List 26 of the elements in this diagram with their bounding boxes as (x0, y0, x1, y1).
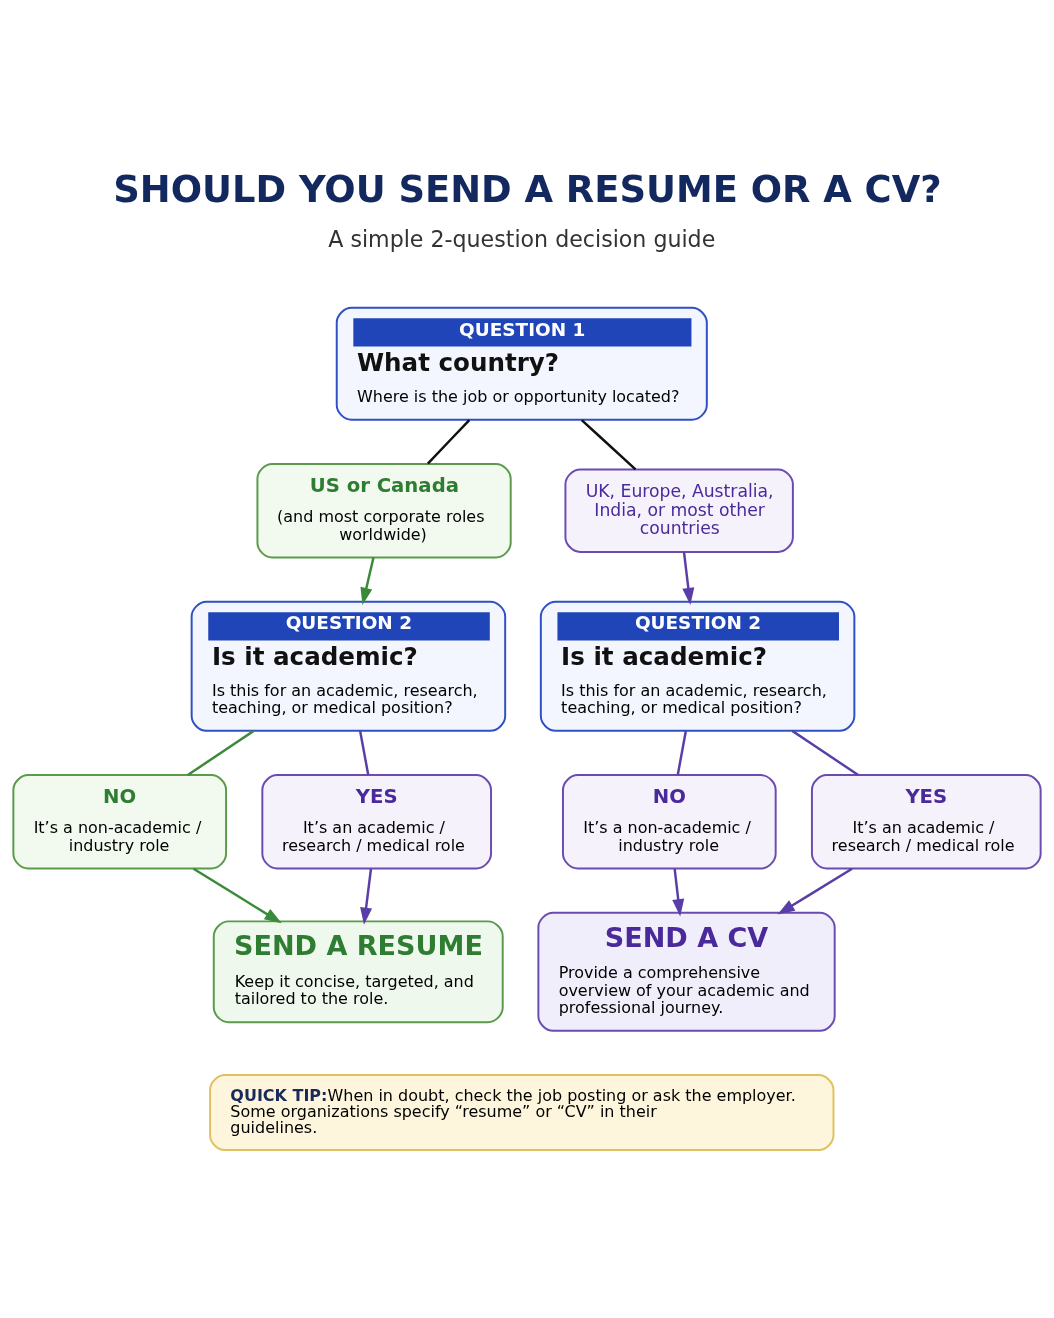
connector (426, 418, 471, 464)
node-box: QUESTION 1 What country? Where is the job or opportunity located? (335, 306, 708, 421)
node-box: YES It’s an academic / research / medical role (261, 773, 493, 869)
node-box: US or Canada (and most corporate roles worldwide) (256, 462, 512, 558)
node-box: QUESTION 2 Is it academic? Is this for an academic, research, teaching, or medical position? (539, 600, 856, 732)
node-box: YES It’s an academic / research / medical role (810, 773, 1042, 869)
arrow (777, 867, 853, 915)
node-box: NO It’s a non-academic / industry role (12, 773, 228, 869)
diagram-title: SHOULD YOU SEND A RESUME OR A CV? (113, 167, 942, 211)
arrow (672, 868, 685, 916)
node-box: SEND A CV Provide a comprehensive overview of your academic and professional journey. (537, 911, 836, 1032)
node-box: QUESTION 2 Is it academic? Is this for an academic, research, teaching, or medical position? (190, 600, 507, 732)
node-box: NO It’s a non-academic / industry role (561, 773, 777, 869)
node-box: SEND A RESUME Keep it concise, targeted, and tailored to the role. (212, 919, 504, 1023)
label: A simple 2-question decision guide (328, 225, 716, 252)
arrow (682, 551, 695, 605)
connector (358, 730, 370, 775)
connector (187, 729, 255, 776)
arrow (360, 556, 375, 605)
node-box: QUICK TIP:When in doubt, check the job posting or ask the employer. Some organizations specify “resume” or “CV” in their guidelines. (209, 1073, 835, 1151)
connector (676, 730, 688, 775)
arrow (192, 867, 282, 923)
node-box: UK, Europe, Australia, India, or most other countries (564, 468, 794, 553)
connector (580, 418, 637, 470)
arrow (360, 868, 373, 925)
connector (791, 729, 859, 776)
